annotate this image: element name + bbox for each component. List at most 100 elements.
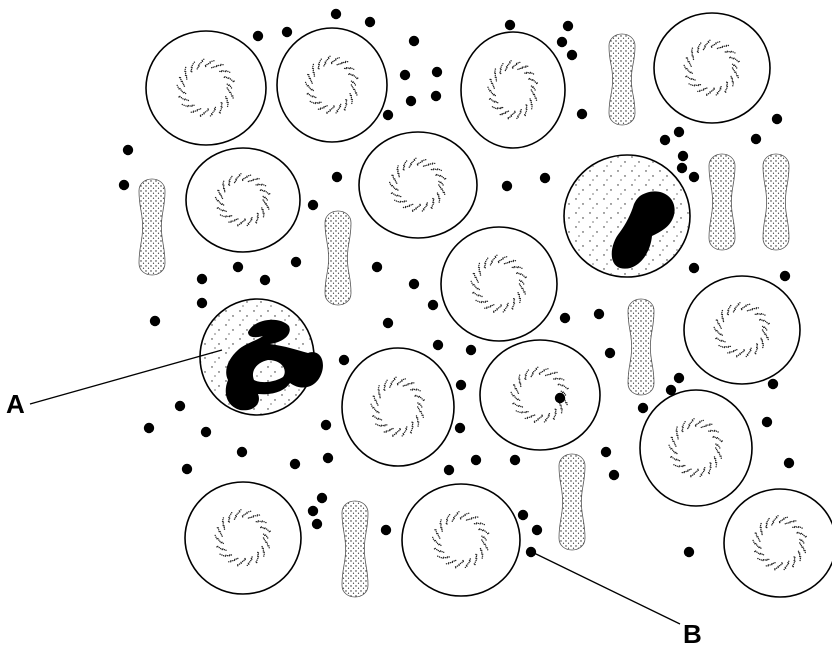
small-dot (150, 316, 160, 326)
small-dot (308, 200, 318, 210)
small-dot (312, 519, 322, 529)
red-blood-cell (146, 31, 266, 145)
platelet (609, 34, 635, 125)
small-dot (290, 459, 300, 469)
small-dot (365, 17, 375, 27)
small-dot (532, 525, 542, 535)
small-dot (666, 385, 676, 395)
small-dot (784, 458, 794, 468)
small-dot (456, 380, 466, 390)
small-dot (233, 262, 243, 272)
small-dot (638, 403, 648, 413)
small-dot (253, 31, 263, 41)
red-blood-cell (277, 28, 387, 142)
red-blood-cell (724, 489, 832, 597)
small-dot (409, 36, 419, 46)
small-dot (282, 27, 292, 37)
red-blood-cell (342, 348, 454, 466)
small-dot (557, 37, 567, 47)
platelet (559, 454, 585, 550)
small-dot (428, 300, 438, 310)
small-dot (433, 340, 443, 350)
small-dot (601, 447, 611, 457)
small-dot (768, 379, 778, 389)
small-dot (197, 298, 207, 308)
leader-line-b (534, 553, 680, 624)
small-dot (431, 91, 441, 101)
red-blood-cell (185, 482, 301, 594)
platelet (628, 299, 654, 395)
red-blood-cell (441, 227, 557, 341)
small-dot (372, 262, 382, 272)
small-dot (772, 114, 782, 124)
small-dot (594, 309, 604, 319)
red-blood-cell (402, 484, 520, 596)
small-dot (144, 423, 154, 433)
small-dot (197, 274, 207, 284)
red-blood-cell (461, 32, 565, 148)
small-dot (444, 465, 454, 475)
small-dot (339, 355, 349, 365)
small-dot (678, 151, 688, 161)
red-blood-cell (654, 13, 770, 123)
small-dot (308, 506, 318, 516)
red-blood-cell (359, 132, 477, 238)
small-dot (502, 181, 512, 191)
small-dot (677, 163, 687, 173)
small-dot (689, 172, 699, 182)
small-dot (560, 313, 570, 323)
small-dot (577, 109, 587, 119)
small-dot (660, 135, 670, 145)
small-dot (237, 447, 247, 457)
white-blood-cell (564, 155, 690, 277)
small-dot (751, 134, 761, 144)
small-dot (471, 455, 481, 465)
small-dot (762, 417, 772, 427)
small-dot (406, 96, 416, 106)
small-dot (466, 345, 476, 355)
platelet (763, 154, 789, 250)
small-dot (526, 547, 536, 557)
small-dot (555, 393, 565, 403)
small-dot (674, 373, 684, 383)
small-dot (321, 420, 331, 430)
small-dot (455, 423, 465, 433)
small-dot (518, 510, 528, 520)
red-blood-cell (640, 390, 752, 506)
platelet (709, 154, 735, 250)
small-dot (175, 401, 185, 411)
small-dot (540, 173, 550, 183)
small-dot (291, 257, 301, 267)
small-dot (381, 525, 391, 535)
platelet (325, 211, 351, 305)
red-blood-cell (684, 276, 800, 384)
small-dot (689, 263, 699, 273)
label-a: A (6, 389, 25, 419)
small-dot (605, 348, 615, 358)
small-dot (383, 110, 393, 120)
small-dot (609, 470, 619, 480)
small-dot (332, 172, 342, 182)
small-dot (201, 427, 211, 437)
small-dot (317, 493, 327, 503)
small-dot (323, 453, 333, 463)
red-blood-cell (186, 148, 300, 252)
small-dot (780, 271, 790, 281)
small-dot (432, 67, 442, 77)
small-dot (674, 127, 684, 137)
white-blood-cell-a (200, 299, 323, 415)
small-dot (331, 9, 341, 19)
platelet (139, 179, 165, 275)
small-dot (383, 318, 393, 328)
small-dot (567, 50, 577, 60)
platelet (342, 501, 368, 597)
small-dot (400, 70, 410, 80)
leader-line-a (30, 350, 222, 404)
small-dot (123, 145, 133, 155)
small-dot (684, 547, 694, 557)
label-b: B (683, 619, 702, 647)
small-dot (409, 279, 419, 289)
red-blood-cell (480, 340, 600, 450)
small-dot (563, 21, 573, 31)
